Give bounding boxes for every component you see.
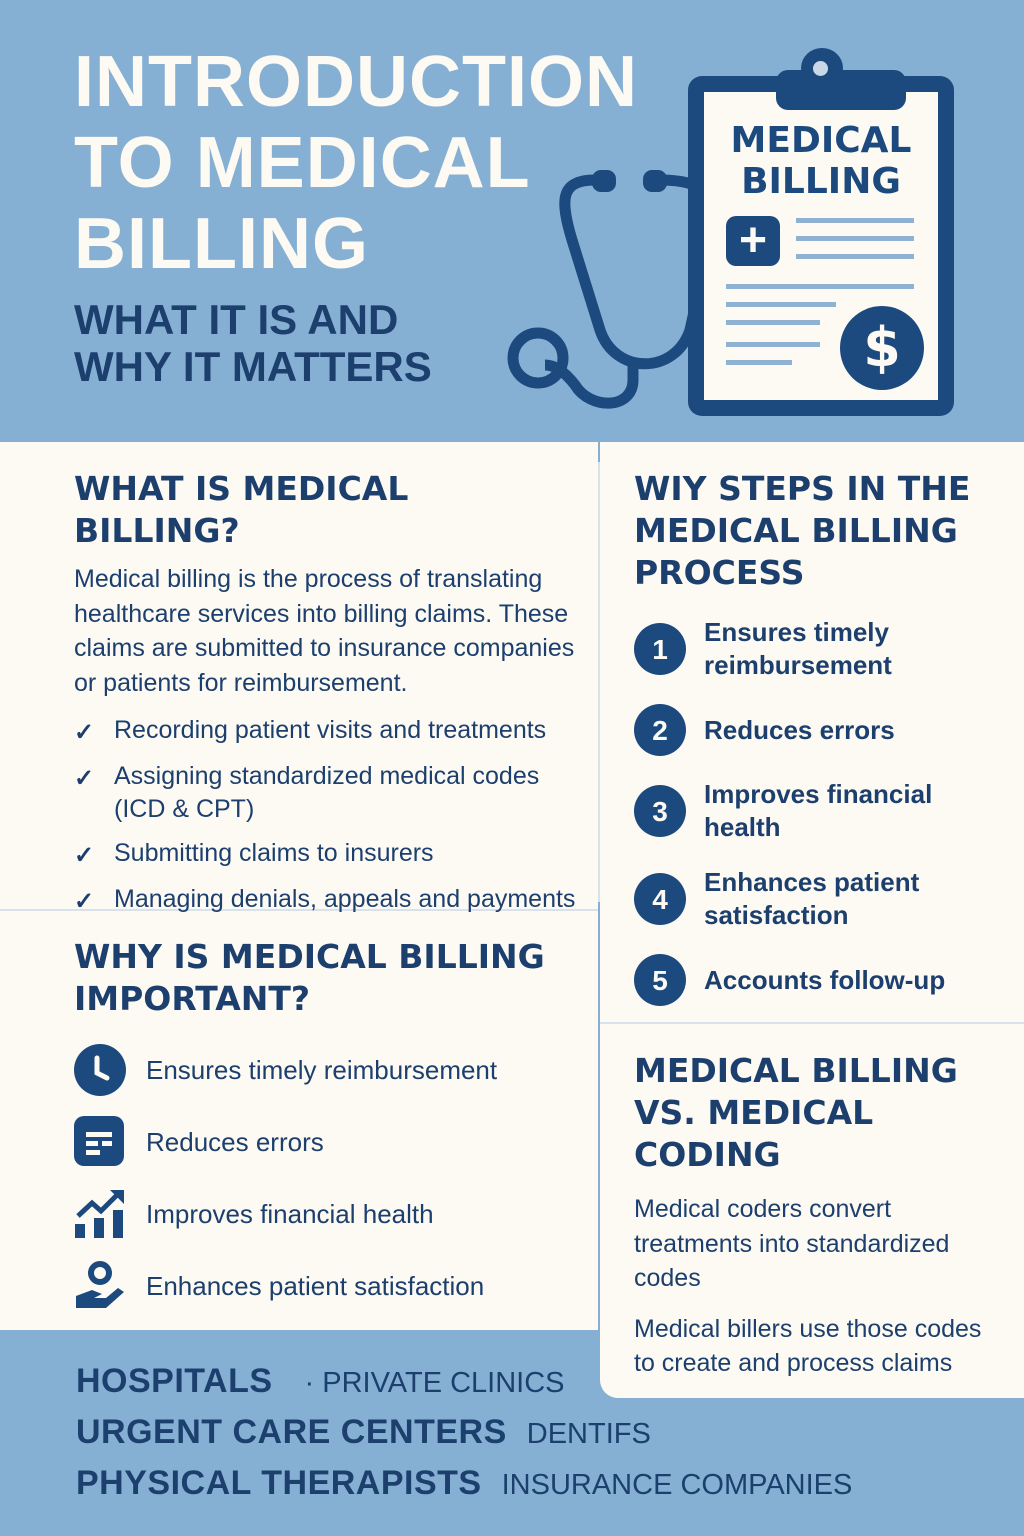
page-subtitle: WHAT IT IS AND WHY IT MATTERS: [74, 296, 432, 390]
checkmark-icon: ✓: [74, 765, 95, 792]
section-heading: MEDICAL BILLING VS. MEDICAL CODING: [634, 1051, 958, 1174]
benefit-label: Ensures timely reimbursement: [146, 1054, 498, 1085]
benefit-label: Reduces errors: [146, 1126, 324, 1157]
step-number-badge: 2: [634, 704, 686, 756]
document-list-icon: [74, 1116, 126, 1168]
provider-type: PHYSICAL THERAPISTS: [76, 1464, 482, 1502]
benefit-item: Ensures timely reimbursement: [74, 1034, 574, 1106]
check-item-label: Recording patient visits and treatments: [114, 716, 547, 744]
step-number-badge: 1: [634, 623, 686, 675]
title-line: TO MEDICAL: [74, 123, 531, 203]
checkmark-icon: ✓: [74, 888, 95, 915]
growth-chart-icon: [74, 1188, 126, 1240]
section-paragraph: Medical billers use those codes to creat…: [634, 1314, 982, 1378]
step-label: Accounts follow-up: [704, 964, 946, 995]
dollar-icon: $: [840, 306, 924, 390]
page-title: INTRODUCTION TO MEDICAL BILLING: [74, 42, 638, 285]
benefit-label: Improves financial health: [146, 1198, 434, 1229]
provider-type: HOSPITALS: [76, 1362, 273, 1400]
benefit-item: Enhances patient satisfaction: [74, 1250, 574, 1322]
steps-section: WIY STEPS IN THE MEDICAL BILLING PROCESS…: [634, 468, 1004, 1006]
check-item-label: Assigning standardized medical codes (IC…: [114, 762, 540, 823]
section-heading: WHY IS MEDICAL BILLING IMPORTANT?: [74, 937, 545, 1018]
step-label: Ensures timely reimbursement: [704, 617, 892, 680]
check-list-item: ✓ Recording patient visits and treatments: [74, 714, 584, 749]
step-label: Reduces errors: [704, 714, 895, 745]
what-is-section: WHAT IS MEDICAL BILLING? Medical billing…: [74, 468, 584, 929]
clipboard-title: BILLING: [741, 161, 901, 202]
step-number-badge: 5: [634, 954, 686, 1006]
footer-row: HOSPITALS · PRIVATE CLINICS: [76, 1362, 565, 1401]
billing-vs-coding-section: MEDICAL BILLING VS. MEDICAL CODING Medic…: [634, 1050, 984, 1381]
title-line: INTRODUCTION: [74, 42, 638, 122]
provider-type: DENTIFS: [526, 1418, 651, 1450]
benefit-item: Improves financial health: [74, 1178, 574, 1250]
footer-row: PHYSICAL THERAPISTS INSURANCE COMPANIES: [76, 1464, 852, 1503]
step-number-badge: 3: [634, 785, 686, 837]
check-list-item: ✓ Assigning standardized medical codes (I…: [74, 760, 584, 826]
step-item: 2 Reduces errors: [634, 704, 1004, 756]
divider: [0, 909, 598, 911]
section-paragraph: Medical coders convert treatments into s…: [634, 1195, 950, 1292]
step-number-badge: 4: [634, 873, 686, 925]
step-item: 1 Ensures timely reimbursement: [634, 616, 1004, 682]
step-label: Improves financial health: [704, 779, 933, 842]
clipboard-title: MEDICAL: [730, 120, 912, 161]
check-item-label: Submitting claims to insurers: [114, 839, 434, 867]
divider: [598, 462, 600, 902]
provider-type: · PRIVATE CLINICS: [304, 1367, 565, 1399]
section-heading: WHAT IS MEDICAL BILLING?: [74, 469, 409, 550]
clipboard-illustration: MEDICAL BILLING + $: [688, 48, 954, 416]
why-important-section: WHY IS MEDICAL BILLING IMPORTANT? Ensure…: [74, 936, 574, 1322]
check-list-item: ✓ Submitting claims to insurers: [74, 837, 584, 872]
divider: [600, 1022, 1024, 1024]
medical-cross-icon: +: [726, 216, 780, 266]
left-panel: [0, 442, 598, 1330]
step-item: 5 Accounts follow-up: [634, 954, 1004, 1006]
clock-icon: [74, 1044, 126, 1096]
check-item-label: Managing denials, appeals and payments: [114, 885, 576, 913]
subtitle-line: WHY IT MATTERS: [74, 343, 432, 390]
subtitle-line: WHAT IT IS AND: [74, 296, 399, 343]
benefit-item: Reduces errors: [74, 1106, 574, 1178]
stethoscope-icon: [507, 170, 720, 409]
benefit-label: Enhances patient satisfaction: [146, 1270, 485, 1301]
step-item: 3 Improves financial health: [634, 778, 1004, 844]
section-heading: WIY STEPS IN THE MEDICAL BILLING PROCESS: [634, 469, 971, 592]
section-description: Medical billing is the process of transl…: [74, 565, 575, 697]
title-line: BILLING: [74, 204, 369, 284]
step-item: 4 Enhances patient satisfaction: [634, 866, 1004, 932]
checkmark-icon: ✓: [74, 719, 95, 746]
provider-type: URGENT CARE CENTERS: [76, 1413, 507, 1451]
checkmark-icon: ✓: [74, 842, 95, 869]
check-list-item: ✓ Managing denials, appeals and payments: [74, 883, 584, 918]
provider-type: INSURANCE COMPANIES: [501, 1469, 853, 1501]
clipboard-clip: [776, 70, 906, 110]
patient-care-icon: [74, 1260, 126, 1312]
step-label: Enhances patient satisfaction: [704, 867, 920, 930]
footer-row: URGENT CARE CENTERS DENTIFS: [76, 1413, 651, 1452]
